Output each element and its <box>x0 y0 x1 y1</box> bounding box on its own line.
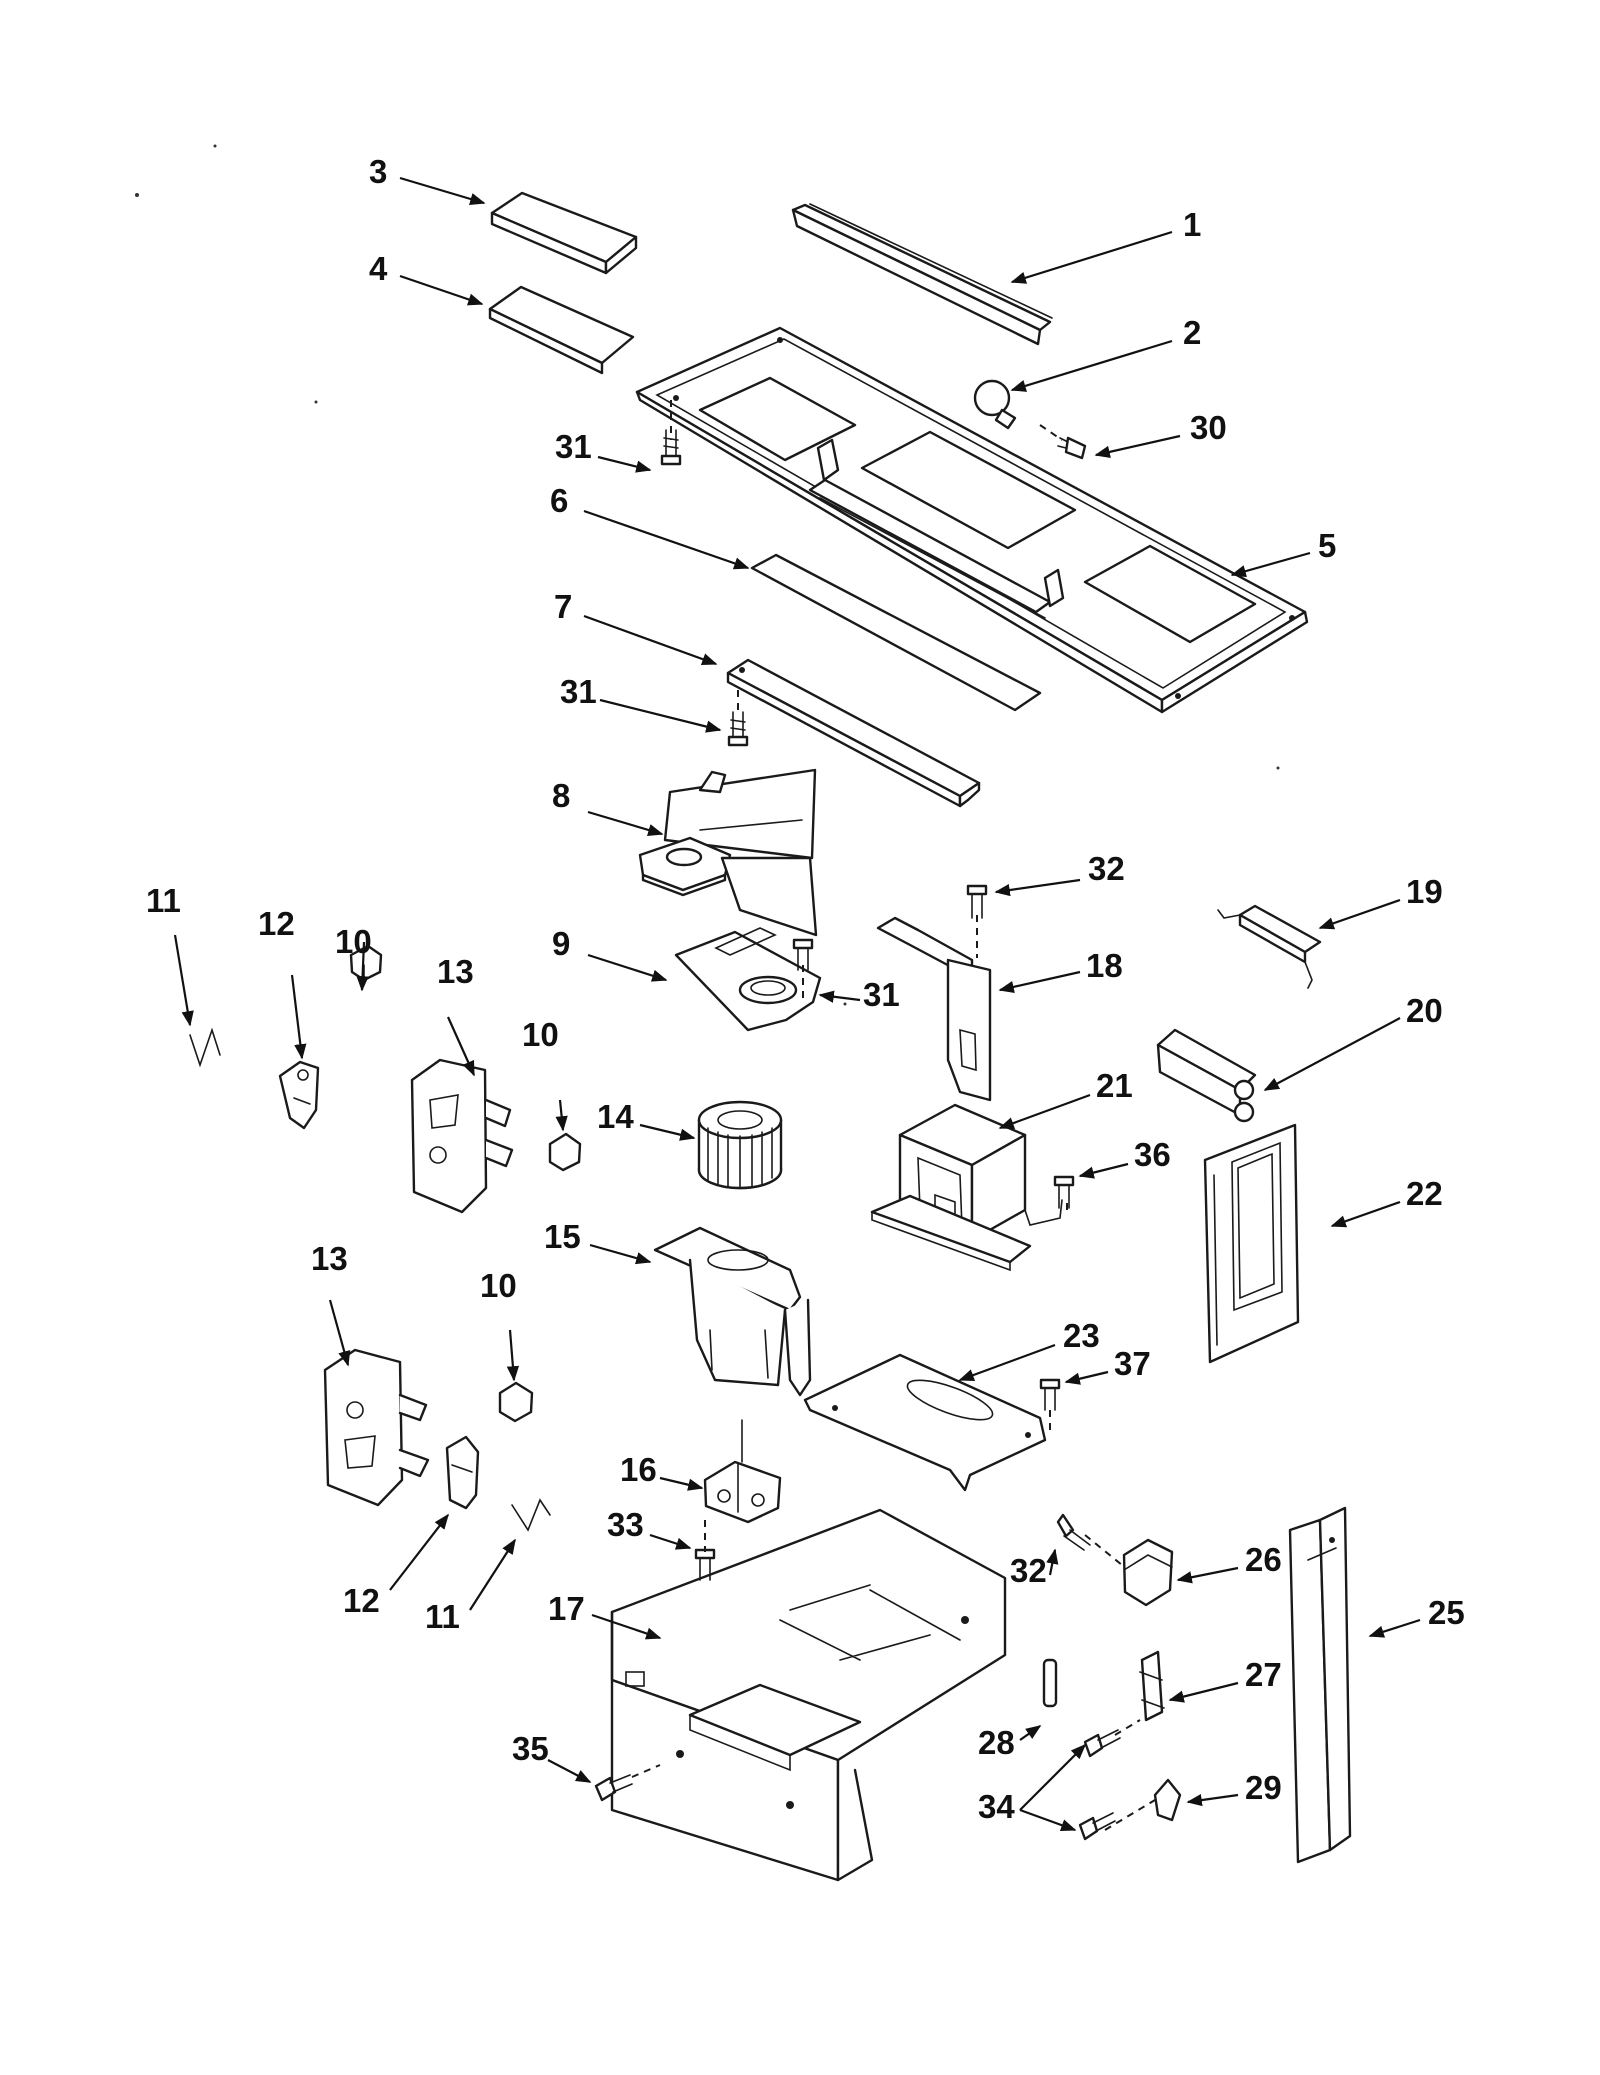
part-34a-screw <box>1083 1729 1121 1758</box>
alignment-lines <box>631 400 1156 1831</box>
part-37-screw <box>1039 1378 1061 1411</box>
part-26-fuse-holder <box>1122 1538 1174 1607</box>
part-6-insulation-strip <box>750 553 1042 712</box>
part-11b-spring <box>511 1498 551 1532</box>
callout-21: 21 <box>1096 1067 1133 1104</box>
callout-12a: 12 <box>258 905 295 942</box>
part-15-blower-housing <box>653 1226 812 1397</box>
callout-7: 7 <box>554 588 572 625</box>
part-1-top-trim <box>791 203 1053 346</box>
callout-32b: 32 <box>1010 1552 1047 1589</box>
part-32a-screw <box>966 884 988 919</box>
callout-8: 8 <box>552 777 570 814</box>
part-18-bracket <box>876 916 992 1102</box>
callout-labels: 1 2 3 4 5 6 7 8 9 10 10 10 11 11 12 12 1… <box>146 153 1465 1825</box>
callout-17: 17 <box>548 1590 585 1627</box>
callout-15: 15 <box>544 1218 581 1255</box>
part-29-clip <box>1153 1778 1182 1822</box>
part-35-screw <box>594 1774 633 1802</box>
screws <box>594 429 1121 1841</box>
leader-lines <box>173 176 1421 1832</box>
part-11a-spring <box>189 1027 221 1068</box>
callout-31c: 31 <box>863 976 900 1013</box>
callout-25: 25 <box>1428 1594 1465 1631</box>
callout-11a: 11 <box>146 882 181 919</box>
callout-6: 6 <box>550 482 568 519</box>
part-19-lamp-socket <box>1217 904 1322 989</box>
callout-30: 30 <box>1190 409 1227 446</box>
callout-22: 22 <box>1406 1175 1443 1212</box>
callout-35: 35 <box>512 1730 549 1767</box>
callout-37: 37 <box>1114 1345 1151 1382</box>
callout-1: 1 <box>1183 206 1201 243</box>
part-13b-interlock-bracket <box>323 1348 430 1507</box>
callout-34: 34 <box>978 1788 1015 1825</box>
part-34b-screw <box>1078 1812 1116 1841</box>
part-20-capacitor <box>1156 1028 1257 1123</box>
callout-31b: 31 <box>560 673 597 710</box>
callout-12b: 12 <box>343 1582 380 1619</box>
part-21-transformer <box>870 1103 1063 1272</box>
part-31b-screw <box>727 711 749 747</box>
stray-marks <box>135 144 1280 1006</box>
part-30-screw <box>1057 436 1087 460</box>
callout-36: 36 <box>1134 1136 1171 1173</box>
callout-3: 3 <box>369 153 387 190</box>
callout-19: 19 <box>1406 873 1443 910</box>
part-7-vent-bracket <box>726 658 981 808</box>
callout-13b: 13 <box>311 1240 348 1277</box>
part-9-fan-scroll-plate <box>674 927 822 1032</box>
callout-18: 18 <box>1086 947 1123 984</box>
callout-4: 4 <box>369 250 388 287</box>
callout-26: 26 <box>1245 1541 1282 1578</box>
part-2-light-bulb <box>973 379 1017 430</box>
part-12a-latch <box>278 1060 320 1130</box>
part-3-charcoal-filter <box>490 191 638 275</box>
part-25-side-bracket <box>1288 1506 1352 1864</box>
part-23-mounting-plate <box>803 1353 1047 1492</box>
callout-20: 20 <box>1406 992 1443 1029</box>
part-10c-switch <box>498 1381 534 1423</box>
callout-5: 5 <box>1318 527 1336 564</box>
callout-11b: 11 <box>425 1598 460 1635</box>
part-13a-interlock-bracket <box>410 1058 514 1214</box>
callout-29: 29 <box>1245 1769 1282 1806</box>
callout-27: 27 <box>1245 1656 1282 1693</box>
callout-28: 28 <box>978 1724 1015 1761</box>
part-17-base-plate <box>610 1508 1007 1882</box>
callout-32a: 32 <box>1088 850 1125 887</box>
part-16-fan-motor <box>703 1419 782 1524</box>
callout-10b: 10 <box>522 1016 559 1053</box>
callout-10c: 10 <box>480 1267 517 1304</box>
part-4-grease-filter <box>488 285 635 375</box>
part-14-blower-wheel <box>697 1100 783 1190</box>
part-31c-screw <box>792 938 814 971</box>
part-36-screw <box>1053 1175 1075 1209</box>
callout-10a: 10 <box>335 923 372 960</box>
callout-13a: 13 <box>437 953 474 990</box>
part-12b-latch <box>445 1435 480 1510</box>
part-10b-switch <box>548 1132 582 1172</box>
part-32b-screw <box>1056 1513 1091 1551</box>
callout-2: 2 <box>1183 314 1201 351</box>
callout-14: 14 <box>597 1098 634 1135</box>
part-5-top-panel <box>635 326 1309 714</box>
callout-16: 16 <box>620 1451 657 1488</box>
part-22-rear-panel <box>1203 1123 1300 1364</box>
part-31a-screw <box>660 429 682 466</box>
callout-9: 9 <box>552 925 570 962</box>
part-27-fuse-clip <box>1139 1650 1165 1722</box>
part-28-fuse <box>1042 1658 1058 1708</box>
callout-31a: 31 <box>555 428 592 465</box>
part-8-vent-duct <box>638 768 818 937</box>
callout-33: 33 <box>607 1506 644 1543</box>
part-33-screw <box>694 1548 716 1581</box>
callout-23: 23 <box>1063 1317 1100 1354</box>
